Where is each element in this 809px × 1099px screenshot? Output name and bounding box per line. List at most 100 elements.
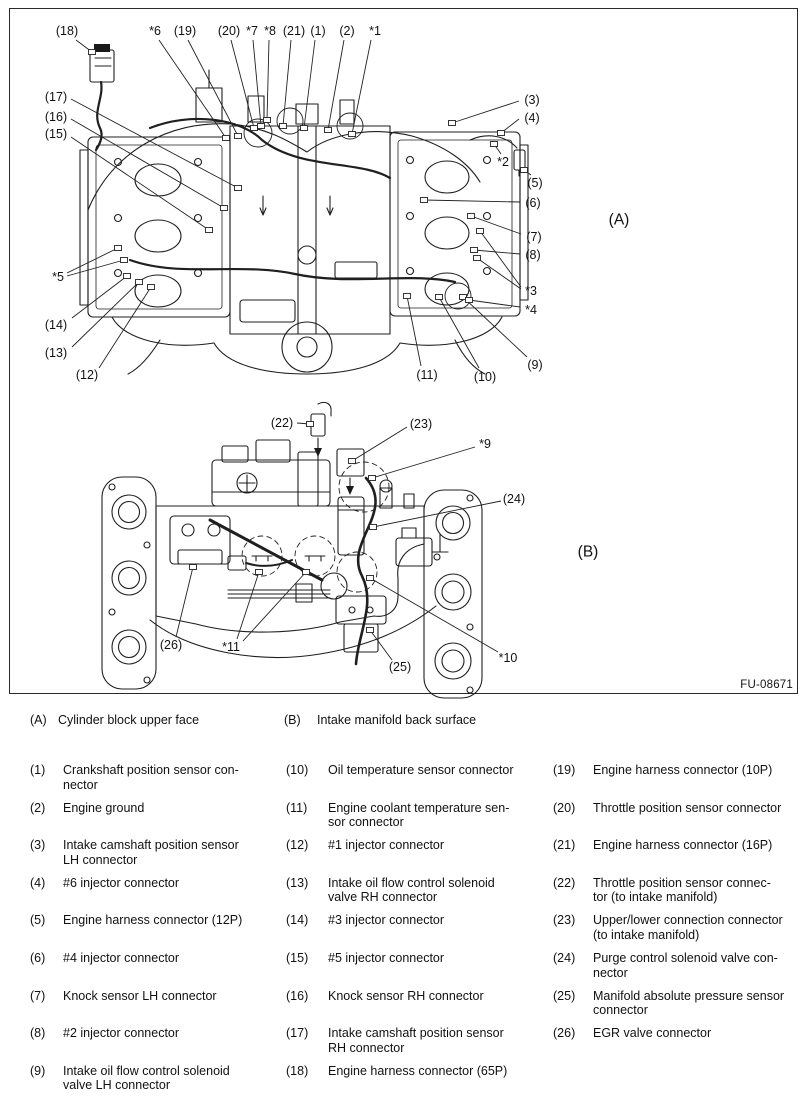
legend-item-label: #3 injector connector [328, 913, 445, 928]
leader-line [70, 136, 210, 231]
legend-item-label: Engine ground [63, 800, 145, 815]
connector-glyph [147, 284, 155, 290]
legend-view-number: (B) [284, 713, 301, 727]
leader-line [252, 39, 262, 127]
leader-line [98, 286, 152, 369]
legend-view-label: Intake manifold back surface [317, 713, 477, 727]
connector-glyph [123, 273, 131, 279]
legend-item-label: Manifold absolute pressure sensor connec… [593, 988, 785, 1018]
legend-item-number: (11) [286, 800, 308, 815]
connector-glyph [300, 125, 308, 131]
callout-label: (3) [524, 93, 539, 107]
connector-glyph [435, 294, 443, 300]
leader-line [282, 39, 292, 127]
legend-item-number: (19) [553, 763, 576, 777]
callout-label: (24) [503, 492, 525, 506]
connector-glyph [324, 127, 332, 133]
leader-line [242, 571, 307, 642]
legend-item-label: Throttle position sensor connector [593, 800, 782, 815]
connector-glyph [473, 255, 481, 261]
legend-item-label: Intake camshaft position sensor LH conne… [63, 838, 239, 867]
legend-item-number: (3) [30, 838, 46, 853]
legend-item-label: #6 injector connector [63, 875, 180, 890]
leader-line [406, 295, 422, 367]
legend-item-number: (24) [553, 951, 576, 965]
callout-label: (15) [45, 127, 67, 141]
leader-line [369, 629, 393, 661]
legend-item-label: #4 injector connector [63, 951, 180, 965]
connector-glyph [465, 297, 473, 303]
legend-item-number: (7) [30, 988, 46, 1003]
connector-glyph [114, 245, 122, 251]
callout-label: *8 [264, 24, 276, 38]
connector-glyph [470, 247, 478, 253]
legend-item-number: (18) [286, 1063, 309, 1078]
connector-glyph [520, 167, 528, 173]
legend-item-label: Engine coolant temperature sen- sor conn… [328, 800, 510, 830]
legend-item-label: #2 injector connector [63, 1026, 180, 1041]
connector-glyph [403, 293, 411, 299]
legend-item-label: Intake oil flow control solenoid valve L… [63, 1063, 230, 1093]
legend-item-label: Engine harness connector (16P) [593, 838, 773, 853]
legend-item-number: (14) [286, 913, 309, 928]
callout-label: (18) [56, 24, 78, 38]
connector-glyph [467, 213, 475, 219]
legend-item-label: Crankshaft position sensor con- nector [63, 763, 239, 792]
callout-label: *6 [149, 24, 161, 38]
legend-item-number: (23) [553, 913, 576, 928]
callout-label: *7 [246, 24, 258, 38]
legend-item-label: Throttle position sensor connec- tor (to… [593, 875, 771, 905]
diagram-a-art [79, 44, 529, 375]
callout-label: (23) [410, 417, 432, 431]
callout-label: (14) [45, 318, 67, 332]
leader-line [470, 215, 522, 235]
legend-item-number: (2) [30, 800, 46, 815]
legend-item-label: Upper/lower connection connector (to int… [593, 913, 783, 942]
connector-glyph [135, 279, 143, 285]
callout-label: (6) [525, 196, 540, 210]
leader-line [473, 249, 521, 255]
connector-glyph [234, 133, 242, 139]
legend-item-number: (16) [286, 988, 309, 1003]
connector-glyph [366, 627, 374, 633]
callout-label: (10) [474, 370, 496, 384]
legend-item-number: (20) [553, 800, 576, 815]
callout-label: (16) [45, 110, 67, 124]
callout-label: (1) [310, 24, 325, 38]
connector-glyph [250, 125, 258, 131]
diagram-b-art [101, 401, 483, 699]
view-label: (A) [609, 212, 630, 229]
legend-item-number: (25) [553, 988, 576, 1003]
legend-item-label: Intake oil flow control solenoid valve R… [328, 875, 495, 905]
legend-view-number: (A) [30, 713, 47, 727]
legend-item-number: (17) [286, 1026, 309, 1041]
callout-label: (12) [76, 368, 98, 382]
callout-label: (13) [45, 346, 67, 360]
leader-line [66, 259, 125, 277]
legend-item-label: Engine harness connector (10P) [593, 763, 773, 777]
leader-line [372, 500, 502, 528]
leader-line [438, 296, 480, 369]
connector-glyph [348, 131, 356, 137]
callout-label: (19) [174, 24, 196, 38]
legend-item-number: (12) [286, 838, 309, 853]
connector-glyph [369, 524, 377, 530]
callout-label: (22) [271, 416, 293, 430]
connector-glyph [490, 141, 498, 147]
connector-glyph [257, 123, 265, 129]
leader-line [351, 39, 372, 135]
legend-item-label: EGR valve connector [593, 1026, 712, 1041]
callout-label: *4 [525, 303, 537, 317]
legend-item-label: #1 injector connector [328, 838, 445, 853]
connector-glyph [279, 123, 287, 129]
connector-glyph [366, 575, 374, 581]
callout-label: (8) [525, 248, 540, 262]
legend-item-number: (22) [553, 875, 576, 890]
leader-line [230, 39, 255, 129]
leader-line [71, 275, 128, 319]
callout-label: (9) [527, 358, 542, 372]
leader-line [303, 39, 316, 129]
leader-line [468, 299, 521, 308]
legend-item-label: #5 injector connector [328, 951, 445, 965]
